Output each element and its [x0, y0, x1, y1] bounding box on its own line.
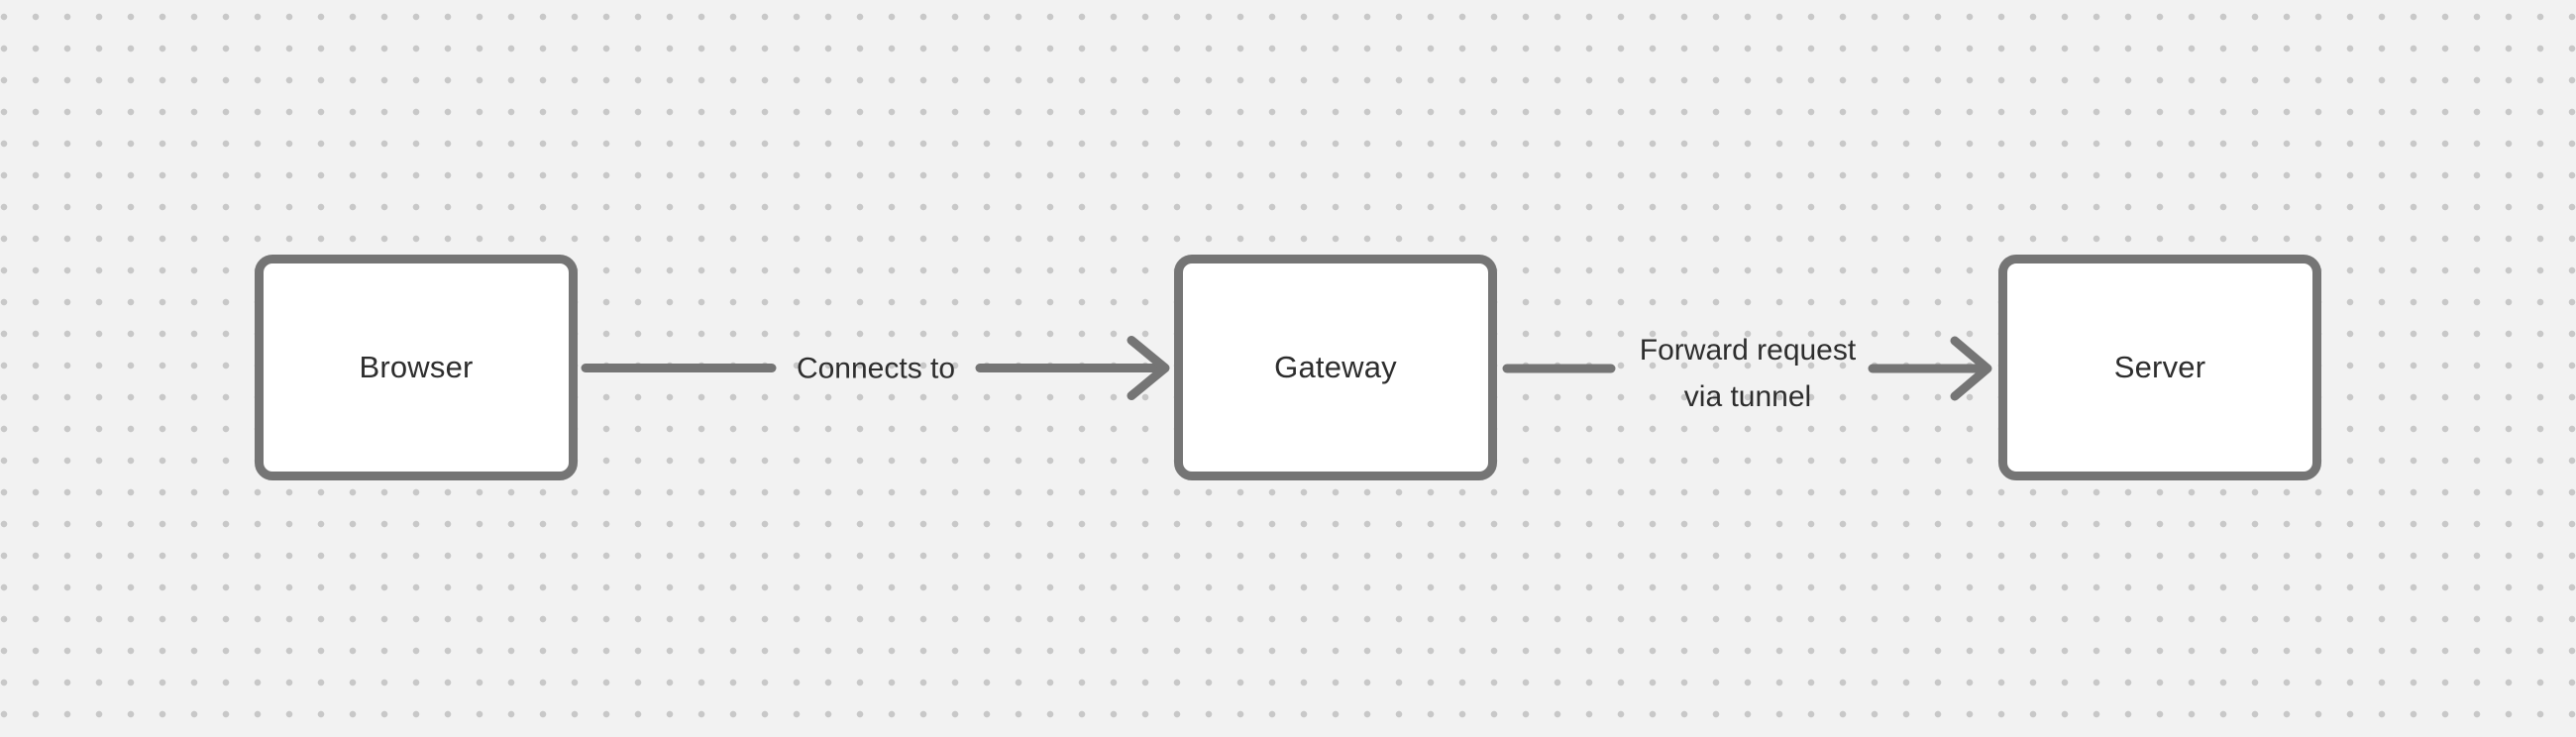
connector-1-arrowhead-icon[interactable]: [1127, 336, 1170, 400]
connector-2-label[interactable]: Forward request via tunnel: [1640, 327, 1856, 420]
connector-2-label-line-2: via tunnel: [1683, 380, 1812, 413]
connector-2-label-line-1: Forward request: [1639, 334, 1857, 367]
node-browser-label: Browser: [359, 350, 474, 384]
connector-1-label[interactable]: Connects to: [796, 352, 956, 385]
connector-gateway-server: [1502, 336, 1992, 401]
node-browser[interactable]: Browser: [255, 255, 578, 480]
node-server-label: Server: [2113, 350, 2206, 384]
node-gateway[interactable]: Gateway: [1174, 255, 1497, 480]
node-server[interactable]: Server: [1998, 255, 2321, 480]
connector-2-arrowhead-icon[interactable]: [1950, 336, 1992, 401]
node-gateway-label: Gateway: [1274, 350, 1397, 384]
connector-browser-gateway: [581, 336, 1170, 400]
